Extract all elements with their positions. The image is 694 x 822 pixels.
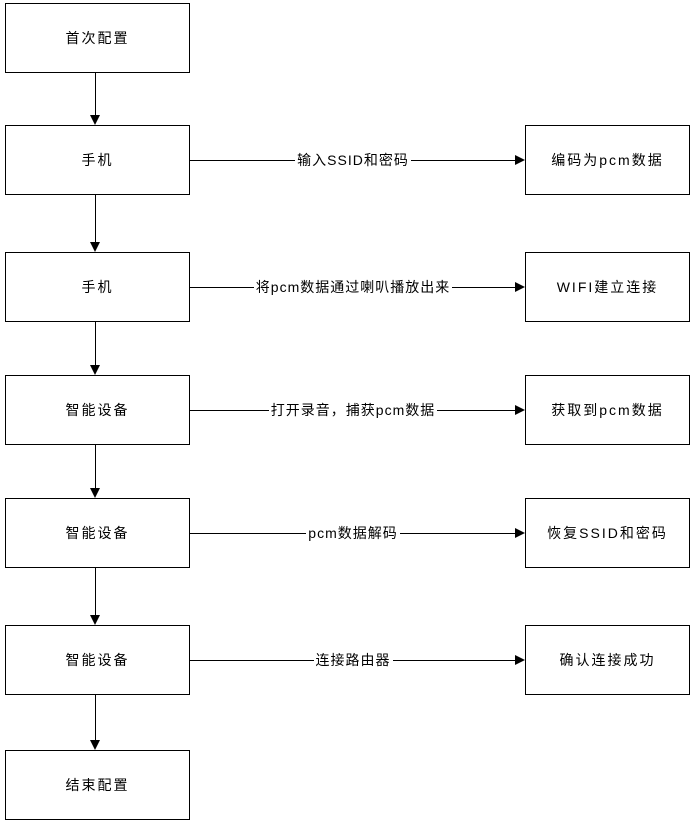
- arrow-head-right: [515, 282, 526, 292]
- arrow-head-down: [90, 488, 100, 498]
- arrow-line-vertical: [95, 73, 96, 115]
- flow-node-label: 恢复SSID和密码: [547, 525, 668, 541]
- flow-node-wifi-connect: WIFI建立连接: [525, 252, 690, 322]
- arrow-head-down: [90, 740, 100, 750]
- arrow-line: [437, 409, 517, 411]
- arrow-line-vertical: [95, 322, 96, 365]
- flow-node-label: 智能设备: [65, 525, 130, 541]
- arrow-head-down: [90, 242, 100, 252]
- arrow-line: [399, 532, 517, 534]
- connector-play-pcm: 将pcm数据通过喇叭播放出来: [190, 277, 526, 297]
- flow-node-recover-ssid: 恢复SSID和密码: [525, 498, 690, 568]
- arrow-head-right: [515, 528, 526, 538]
- flow-node-device-3: 智能设备: [5, 625, 190, 695]
- flow-node-label: 获取到pcm数据: [551, 402, 664, 418]
- flow-node-device-1: 智能设备: [5, 375, 190, 445]
- flow-node-label: 智能设备: [65, 652, 130, 668]
- flow-node-start: 首次配置: [5, 3, 190, 73]
- arrow-head-down: [90, 365, 100, 375]
- flow-node-label: 首次配置: [65, 30, 130, 46]
- flow-node-label: 确认连接成功: [559, 652, 656, 668]
- flow-node-label: 编码为pcm数据: [551, 152, 664, 168]
- flow-node-label: 手机: [81, 279, 114, 295]
- arrow-label: 输入SSID和密码: [297, 152, 409, 168]
- arrow-line-vertical: [95, 445, 96, 488]
- connector-decode-pcm: pcm数据解码: [190, 523, 526, 543]
- flow-node-device-2: 智能设备: [5, 498, 190, 568]
- arrow-head-right: [515, 405, 526, 415]
- arrow-label: 打开录音，捕获pcm数据: [270, 402, 436, 418]
- arrow-head-right: [515, 155, 525, 165]
- arrow-label: 将pcm数据通过喇叭播放出来: [255, 279, 451, 295]
- arrow-line: [452, 286, 517, 288]
- arrow-line: [190, 286, 254, 288]
- connector-connect-router: 连接路由器: [190, 650, 525, 670]
- flow-node-label: 结束配置: [65, 777, 130, 793]
- flow-node-got-pcm: 获取到pcm数据: [525, 375, 690, 445]
- arrow-line: [190, 532, 307, 534]
- connector-input-ssid: 输入SSID和密码: [190, 150, 525, 170]
- arrow-line-vertical: [95, 568, 96, 615]
- arrow-head-right: [515, 655, 525, 665]
- arrow-label: 连接路由器: [315, 652, 391, 668]
- arrow-line: [190, 659, 314, 661]
- arrow-line: [190, 409, 269, 411]
- connector-record-capture: 打开录音，捕获pcm数据: [190, 400, 526, 420]
- flow-node-end: 结束配置: [5, 750, 190, 820]
- arrow-line-vertical: [95, 695, 96, 740]
- arrow-label: pcm数据解码: [308, 525, 398, 541]
- arrow-line-vertical: [95, 195, 96, 242]
- flow-node-label: WIFI建立连接: [556, 279, 659, 295]
- flow-node-phone-1: 手机: [5, 125, 190, 195]
- flow-node-label: 智能设备: [65, 402, 130, 418]
- flow-node-phone-2: 手机: [5, 252, 190, 322]
- arrow-head-down: [90, 115, 100, 125]
- flow-node-confirm-success: 确认连接成功: [525, 625, 690, 695]
- flow-node-encode-pcm: 编码为pcm数据: [525, 125, 690, 195]
- arrow-line: [392, 659, 516, 661]
- arrow-head-down: [90, 615, 100, 625]
- arrow-line: [190, 159, 296, 161]
- arrow-line: [410, 159, 516, 161]
- flow-node-label: 手机: [81, 152, 114, 168]
